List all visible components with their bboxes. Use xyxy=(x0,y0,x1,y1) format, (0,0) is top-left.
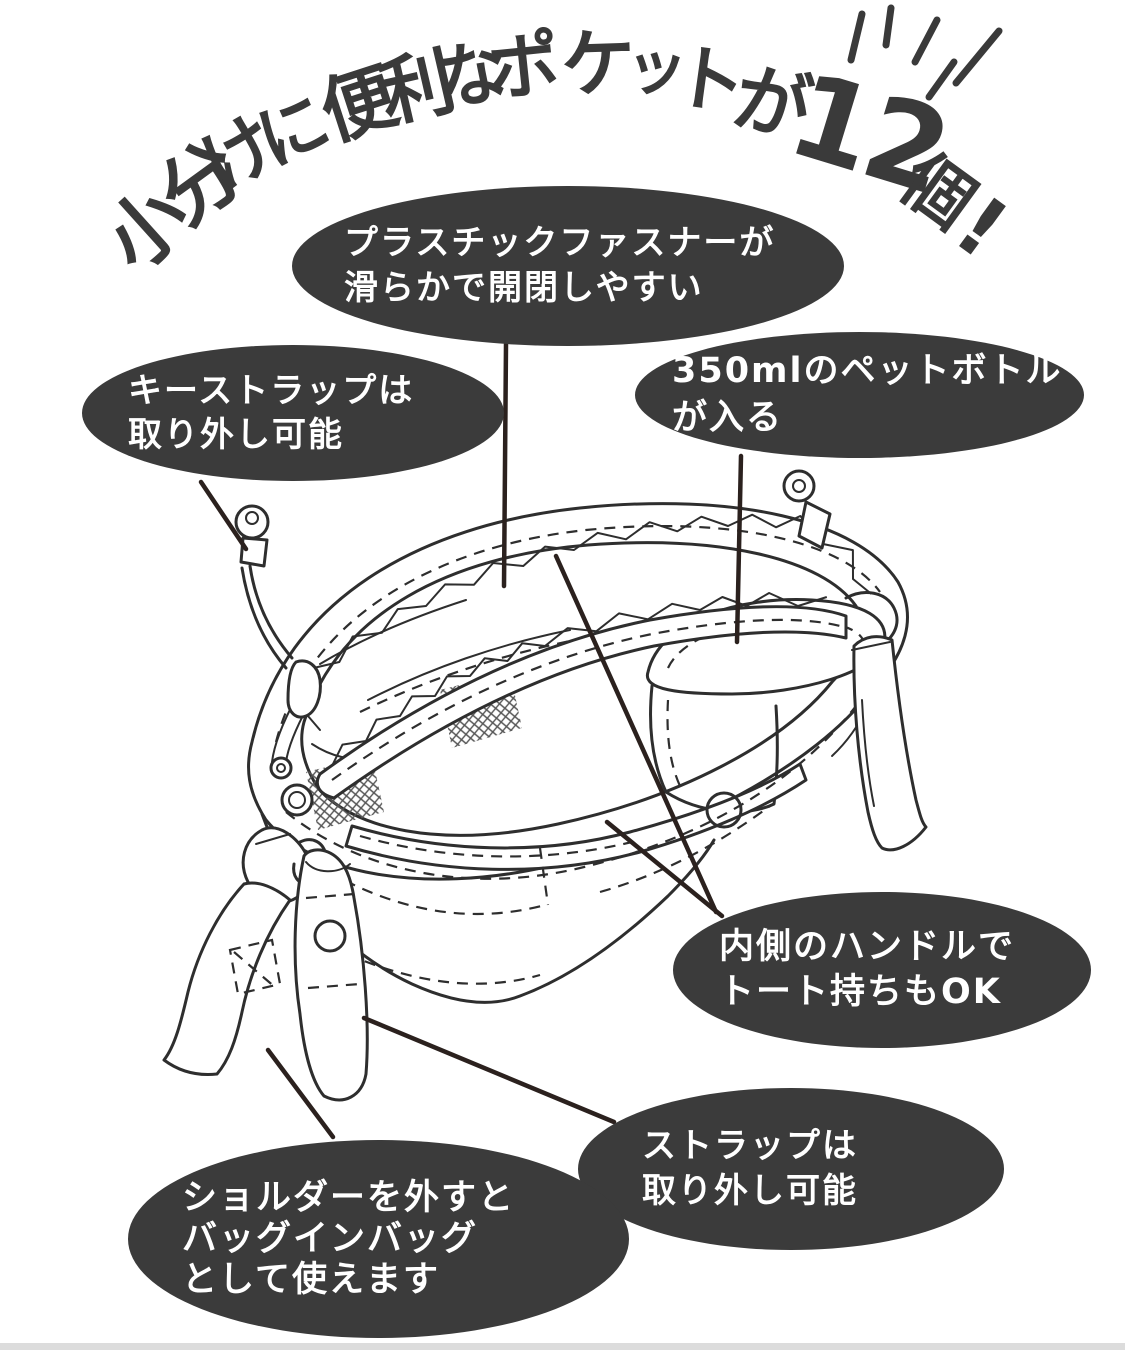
snap-button xyxy=(313,919,347,953)
callout-strap-line2: 取り外し可能 xyxy=(642,1171,858,1211)
callout-strap: ストラップは 取り外し可能 xyxy=(578,1088,1004,1250)
callout-shoulder-line1: ショルダーを外すと xyxy=(182,1177,516,1218)
callout-shoulder: ショルダーを外すと バッグインバッグ として使えます xyxy=(128,1140,629,1338)
callout-fastener-line2: 滑らかで開閉しやすい xyxy=(344,268,704,308)
callout-key-strap-line2: 取り外し可能 xyxy=(128,415,344,455)
headline-char: ポ xyxy=(483,20,564,112)
zipper-slider xyxy=(782,469,832,550)
callout-fastener-line1: プラスチックファスナーが xyxy=(344,223,776,263)
callout-key-strap: キーストラップは 取り外し可能 xyxy=(82,345,504,481)
hand-strap xyxy=(293,848,369,1102)
callout-fastener: プラスチックファスナーが 滑らかで開閉しやすい xyxy=(292,186,844,346)
callout-key-strap-line1: キーストラップは xyxy=(128,371,415,411)
callout-shoulder-line3: として使えます xyxy=(182,1259,440,1300)
callout-bottle-line2: が入る xyxy=(672,398,784,438)
image-edge-strip xyxy=(0,1343,1125,1350)
callout-bottle: 350mlのペットボトル が入る xyxy=(635,332,1084,458)
callout-inner-handle-line1: 内側のハンドルで xyxy=(719,927,1016,967)
snap-button xyxy=(705,791,743,829)
callout-inner-handle: 内側のハンドルで トート持ちもOK xyxy=(673,892,1091,1048)
callout-shoulder-line2: バッグインバッグ xyxy=(182,1218,479,1259)
burst-lines xyxy=(847,4,1003,101)
callout-inner-handle-line2: トート持ちもOK xyxy=(719,972,1002,1012)
bag-body xyxy=(247,502,909,881)
callout-lines xyxy=(198,341,744,1140)
key-strap xyxy=(234,504,322,731)
side-strap xyxy=(844,591,928,852)
inner-handle xyxy=(315,605,848,871)
zipper-teeth xyxy=(297,513,872,767)
callout-bottle-line1: 350mlのペットボトル xyxy=(672,351,1063,391)
callout-strap-line1: ストラップは xyxy=(642,1126,858,1166)
shoulder-strap xyxy=(162,881,292,1076)
